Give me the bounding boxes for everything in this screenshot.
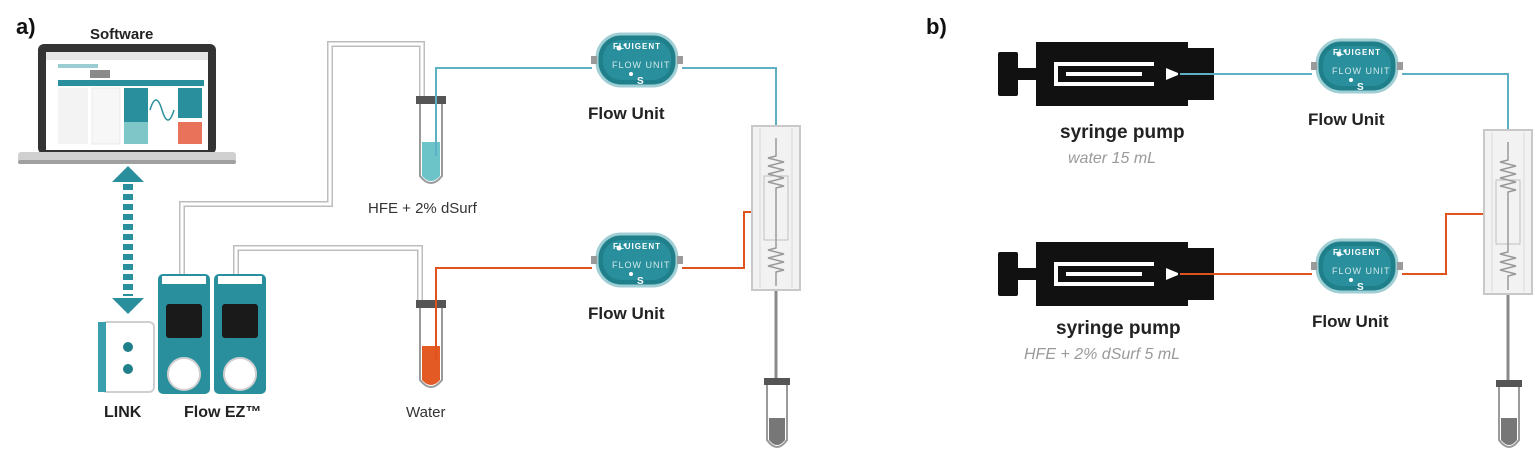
collection-tube-b xyxy=(1496,380,1522,448)
flow-unit-label: Flow Unit xyxy=(1308,110,1385,129)
flow-unit-label: Flow Unit xyxy=(588,304,665,323)
microfluidic-chip-b xyxy=(1483,129,1533,295)
flow-unit-text: FLOW UNIT xyxy=(612,60,671,70)
flow-unit-text: FLOW UNIT xyxy=(1332,66,1391,76)
microfluidic-chip-a xyxy=(751,125,801,291)
water-reservoir-tube xyxy=(416,296,446,388)
flow-unit-label: Flow Unit xyxy=(1312,312,1389,331)
flow-unit-brand: FLUIGENT xyxy=(1333,248,1381,257)
fluid-lines-b xyxy=(1180,73,1510,386)
panel-label-a: a) xyxy=(16,14,36,39)
flow-ez-unit-2 xyxy=(214,274,266,394)
flow-unit-label: Flow Unit xyxy=(588,104,665,123)
link-label: LINK xyxy=(104,404,142,421)
flow-unit-mark: S xyxy=(637,76,645,87)
hfe-tube-label: HFE + 2% dSurf xyxy=(368,200,477,217)
laptop xyxy=(18,44,236,164)
water-tube-label: Water xyxy=(406,404,446,421)
pressure-tubing xyxy=(179,41,425,302)
flow-unit-mark: S xyxy=(1357,82,1365,93)
bidirectional-link-arrow xyxy=(112,166,144,314)
flow-unit-brand: FLUIGENT xyxy=(1333,48,1381,57)
link-device xyxy=(98,321,155,393)
flow-unit-brand: FLUIGENT xyxy=(613,42,661,51)
syringe-pump-label: syringe pump xyxy=(1056,318,1181,339)
syringe-pump-sublabel: HFE + 2% dSurf 5 mL xyxy=(1024,346,1181,363)
flow-ez-unit-1 xyxy=(158,274,210,394)
flow-unit-mark: S xyxy=(1357,282,1365,293)
panel-label-b: b) xyxy=(926,14,947,39)
flow-unit-text: FLOW UNIT xyxy=(612,260,671,270)
syringe-pump-label: syringe pump xyxy=(1060,122,1185,143)
flow-unit-text: FLOW UNIT xyxy=(1332,266,1391,276)
flow-unit-mark: S xyxy=(637,276,645,287)
collection-tube-a xyxy=(764,378,790,448)
software-label: Software xyxy=(90,26,154,43)
syringe-pump-sublabel: water 15 mL xyxy=(1068,150,1157,167)
flow-ez-label: Flow EZ™ xyxy=(184,404,262,421)
hfe-reservoir-tube xyxy=(416,92,446,184)
flow-unit-brand: FLUIGENT xyxy=(613,242,661,251)
